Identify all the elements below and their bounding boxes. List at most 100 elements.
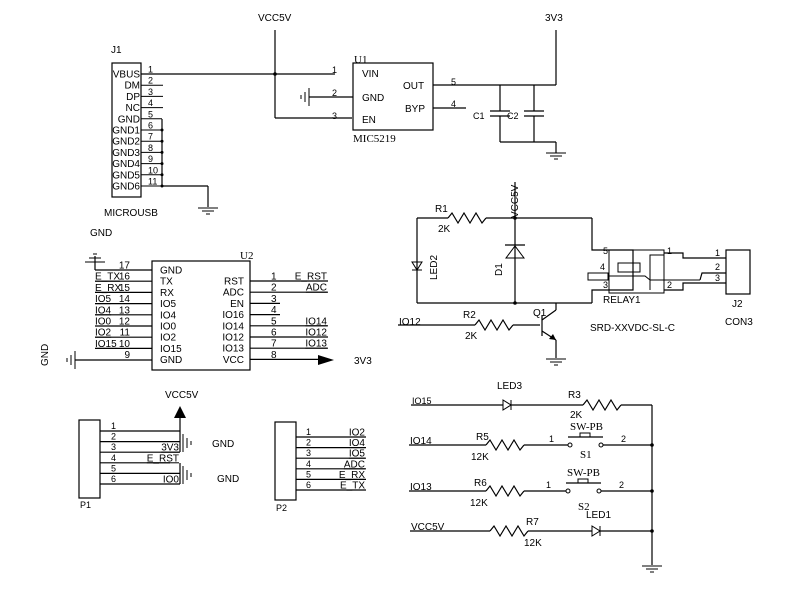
d1-label: D1	[494, 263, 505, 276]
p2-pin-num: 1	[306, 427, 311, 437]
u2-pin-name: GND	[160, 266, 182, 277]
svg-text:1: 1	[715, 248, 720, 258]
r2-value: 2K	[465, 331, 478, 342]
u2-pin-num: 5	[271, 316, 277, 327]
j1-pin-num: 5	[148, 109, 153, 119]
u2-pin-name: GND	[160, 355, 182, 366]
led1-label: LED1	[586, 510, 611, 521]
u2-net-label: IO5	[95, 294, 112, 305]
u2-net-label: IO12	[305, 328, 327, 339]
r3-ref: R3	[568, 390, 581, 401]
u2-pin-num: 6	[271, 328, 277, 339]
svg-text:GND: GND	[362, 93, 384, 104]
j1-pin-num: 8	[148, 143, 153, 153]
r6-value: 12K	[470, 498, 488, 509]
svg-text:2: 2	[619, 480, 624, 490]
r5-value: 12K	[471, 452, 489, 463]
u2-pin-name: IO4	[160, 310, 177, 321]
p1-vcc5v-label: VCC5V	[165, 390, 199, 401]
io12-label: IO12	[399, 317, 421, 328]
u2-pin-num: 12	[119, 317, 131, 328]
vcc5v-io-label: VCC5V	[411, 522, 445, 533]
io13-label: IO13	[410, 482, 432, 493]
relay-value: SRD-XXVDC-SL-C	[590, 323, 675, 334]
u2-pin-num: 3	[271, 294, 277, 305]
u2-pin-name: RX	[160, 288, 174, 299]
u2-pin-name: IO12	[222, 333, 244, 344]
p1-pin-num: 2	[111, 432, 116, 442]
svg-text:VIN: VIN	[362, 69, 379, 80]
svg-text:1: 1	[667, 246, 672, 256]
ground-icon	[85, 253, 105, 263]
u2-pin-name: IO0	[160, 322, 177, 333]
u2-pin-name: IO13	[222, 344, 244, 355]
u2-gnd-label-left: GND	[40, 344, 51, 366]
vcc5v-top: VCC5V	[258, 13, 352, 119]
svg-text:4: 4	[600, 262, 605, 272]
j1-pin-name: GND6	[112, 182, 140, 193]
u2-pin-name: IO15	[160, 344, 182, 355]
ground-icon	[545, 358, 567, 366]
r1-resistor	[447, 211, 487, 225]
s2-type: SW-PB	[567, 467, 600, 479]
p1-body	[78, 419, 101, 499]
svg-text:EN: EN	[362, 115, 376, 126]
u2-pin-num: 16	[119, 272, 131, 283]
p1-pin-num: 3	[111, 442, 116, 452]
svg-text:2: 2	[667, 280, 672, 290]
u2-net-label: IO0	[95, 317, 112, 328]
relay-ref: RELAY1	[603, 295, 641, 306]
u2-module: GND U2 GND17TX16E_TXRX15E_RXIO514IO5IO41…	[40, 228, 372, 371]
u2-pin-num: 17	[119, 261, 131, 272]
arrow-3v3-icon	[318, 355, 334, 365]
u2-3v3-label: 3V3	[354, 356, 372, 367]
ground-icon	[66, 351, 76, 369]
u1-ref: U1	[354, 54, 367, 66]
u2-pin-name: TX	[160, 277, 173, 288]
u2-ref: U2	[240, 250, 253, 262]
p2-body	[274, 421, 297, 501]
p1-gnd-label: GND	[217, 474, 239, 485]
p2-pin-num: 5	[306, 469, 311, 479]
v3v3-label: 3V3	[545, 13, 563, 24]
j2-value: CON3	[725, 317, 753, 328]
r7-value: 12K	[524, 538, 542, 549]
j2-body	[725, 249, 751, 295]
u2-pin-name: IO2	[160, 333, 177, 344]
svg-text:2: 2	[621, 434, 626, 444]
j1-pin-name: GND3	[112, 148, 140, 159]
c1-label: C1	[473, 111, 485, 121]
u1-mic5219: U1 MIC5219 VIN GND EN 1 2 3 OUT BYP 5 4	[300, 54, 556, 145]
u2-pin-num: 15	[119, 283, 131, 294]
svg-text:1: 1	[332, 65, 337, 75]
r6-ref: R6	[474, 478, 487, 489]
p2-pin-num: 4	[306, 459, 311, 469]
u2-pin-num: 9	[124, 350, 130, 361]
led2-label: LED2	[429, 255, 440, 280]
led3-label: LED3	[497, 381, 522, 392]
u2-pin-num: 11	[120, 328, 131, 339]
u2-net-label: IO15	[95, 339, 117, 350]
p1-gnd-label: GND	[212, 439, 234, 450]
u2-net-label: IO14	[305, 316, 327, 327]
j1-pin-num: 4	[148, 98, 153, 108]
r7-ref: R7	[526, 517, 539, 528]
p2-net-label: IO4	[349, 438, 366, 449]
r6-resistor	[485, 484, 525, 498]
svg-text:2: 2	[715, 262, 720, 272]
r3-resistor	[582, 398, 622, 412]
j1-pin-name: DP	[126, 92, 140, 103]
svg-text:5: 5	[603, 246, 608, 256]
ground-icon	[197, 207, 219, 215]
u2-pin-num: 7	[271, 339, 277, 350]
svg-text:BYP: BYP	[405, 104, 425, 115]
p1-pin-num: 4	[111, 453, 116, 463]
u2-pin-num: 13	[119, 305, 131, 316]
j1-pin-num: 10	[148, 165, 158, 175]
j1-value: MICROUSB	[104, 208, 158, 219]
j1-ref: J1	[111, 45, 122, 56]
u2-net-label: ADC	[306, 283, 327, 294]
